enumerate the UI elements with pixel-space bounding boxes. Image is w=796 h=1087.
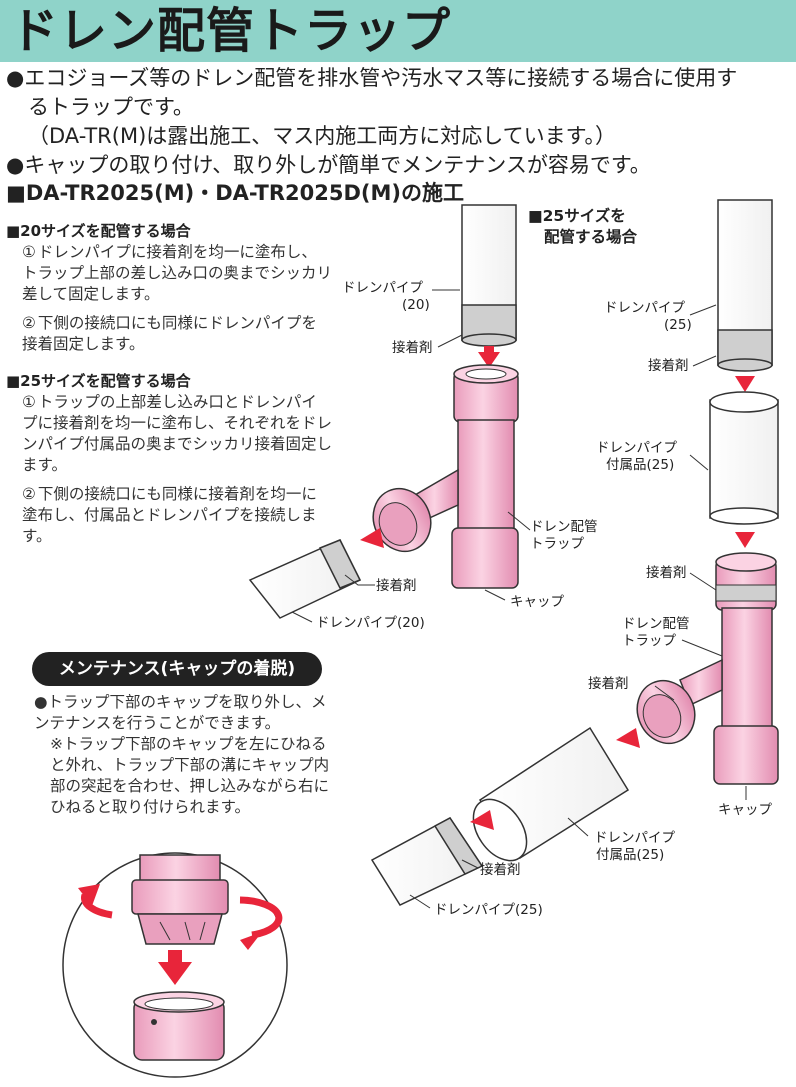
drain-pipe-accessory-25 xyxy=(709,391,779,525)
drain-pipe-25-top xyxy=(717,199,773,372)
intro-line-1: ●エコジョーズ等のドレン配管を排水管や汚水マス等に接続する場合に使用す xyxy=(6,66,738,90)
size25-diagram-heading-2: 配管する場合 xyxy=(544,228,638,246)
arrow-down-icon xyxy=(735,532,755,548)
label-accessory-25-side: ドレンパイプ xyxy=(594,830,675,846)
drain-pipe-25-side xyxy=(370,817,484,906)
step-text: 下側の接続口にも同様にドレンパイプを接着固定します。 xyxy=(22,314,317,353)
intro-line-3: （DA-TR(M)は露出施工、マス内施工両方に対応しています。） xyxy=(28,124,617,148)
leader-line xyxy=(654,685,675,701)
leader-line xyxy=(437,334,463,348)
label-adhesive: 接着剤 xyxy=(392,340,433,356)
drain-pipe-20-side xyxy=(248,539,362,619)
page-title: ドレン配管トラップ xyxy=(10,3,452,59)
label-drain-pipe-25-size: (25) xyxy=(664,317,692,333)
size25-diagram-heading: ■25サイズを 配管する場合 xyxy=(528,206,637,248)
intro-line-4: ●キャップの取り付け、取り外しが簡単でメンテナンスが容易です。 xyxy=(6,153,651,177)
step-number: ② xyxy=(22,314,36,332)
label-drain-pipe-25: ドレンパイプ xyxy=(604,300,685,316)
label-drain-pipe-20: ドレンパイプ xyxy=(342,280,423,296)
arrow-head xyxy=(240,932,262,950)
size25-heading: ■25サイズを配管する場合 xyxy=(6,372,191,390)
leader-line xyxy=(409,894,431,909)
rotate-left-arrow-icon xyxy=(81,893,113,919)
label-adhesive: 接着剤 xyxy=(648,358,689,374)
step-text: ドレンパイプに接着剤を均一に塗布し、トラップ上部の差し込み口の奥までシッカリ差し… xyxy=(22,243,333,303)
drain-pipe-20-top xyxy=(461,204,517,347)
arrow-down-icon xyxy=(158,962,192,985)
leader-line xyxy=(484,589,506,601)
arrow-right-icon xyxy=(360,528,384,548)
arrow-right-icon xyxy=(616,728,640,748)
arrow-down-icon xyxy=(478,352,500,368)
leader-line xyxy=(692,355,717,367)
label-trap-2: トラップ xyxy=(530,536,584,552)
label-trap-25-2: トラップ xyxy=(622,633,676,649)
section-title: ■DA-TR2025(M)・DA-TR2025D(M)の施工 xyxy=(6,181,464,205)
maintenance-badge: メンテナンス(キャップの着脱) xyxy=(32,652,322,686)
leader-line xyxy=(689,572,717,591)
label-adhesive-side: 接着剤 xyxy=(376,578,417,594)
label-cap: キャップ xyxy=(510,594,564,610)
label-drain-pipe-25-bottom: ドレンパイプ(25) xyxy=(434,902,543,918)
step-text: 下側の接続口にも同様に接着剤を均一に塗布し、付属品とドレンパイプを接続します。 xyxy=(22,485,317,545)
step-number: ① xyxy=(22,393,36,411)
leader-line xyxy=(681,639,723,657)
rotate-right-arrow-icon xyxy=(239,896,283,939)
label-adhesive-side: 接着剤 xyxy=(588,676,629,692)
leader-line xyxy=(344,574,375,586)
label-trap-25: ドレン配管 xyxy=(622,616,690,632)
leader-line xyxy=(689,304,717,316)
size25-diagram-heading-1: ■25サイズを xyxy=(528,207,626,225)
label-trap: ドレン配管 xyxy=(530,519,598,535)
leader-line xyxy=(567,817,589,837)
maintenance-note: ※トラップ下部のキャップを左にひねると外れ、トラップ下部の溝にキャップ内部の突起… xyxy=(50,735,330,816)
label-adhesive-trap: 接着剤 xyxy=(646,565,687,581)
maintenance-text: ●トラップ下部のキャップを取り外し、メンテナンスを行うことができます。 ※トラッ… xyxy=(34,692,334,818)
label-adhesive-bottom: 接着剤 xyxy=(480,862,521,878)
maintenance-bullet: ●トラップ下部のキャップを取り外し、メンテナンスを行うことができます。 xyxy=(34,693,327,732)
arrow-right-icon xyxy=(470,810,494,830)
label-cap-25: キャップ xyxy=(718,802,772,818)
cap-maintenance-illustration xyxy=(62,852,288,1078)
arrow-head xyxy=(78,884,100,906)
intro-line-2: るトラップです。 xyxy=(28,95,194,119)
label-drain-pipe-20-size: (20) xyxy=(402,297,430,313)
label-accessory-25: ドレンパイプ xyxy=(596,440,677,456)
intro-text: ●エコジョーズ等のドレン配管を排水管や汚水マス等に接続する場合に使用す るトラッ… xyxy=(6,64,792,180)
step-number: ② xyxy=(22,485,36,503)
arrow-shaft xyxy=(168,950,182,964)
leader-line xyxy=(689,454,709,471)
title-banner: ドレン配管トラップ xyxy=(0,0,796,62)
label-accessory-25-2: 付属品(25) xyxy=(606,457,675,473)
arrow-shaft xyxy=(484,346,494,354)
leader-line xyxy=(507,511,531,531)
label-drain-pipe-20-side: ドレンパイプ(20) xyxy=(316,615,425,631)
size20-heading: ■20サイズを配管する場合 xyxy=(6,222,191,240)
leader-line xyxy=(461,859,479,869)
step-number: ① xyxy=(22,243,36,261)
arrow-down-icon xyxy=(735,376,755,392)
step-text: トラップの上部差し込み口とドレンパイプに接着剤を均一に塗布し、それぞれをドレンパ… xyxy=(22,393,333,474)
leader-line xyxy=(291,611,313,623)
trap-25 xyxy=(636,552,779,785)
label-accessory-25-side-2: 付属品(25) xyxy=(596,847,665,863)
trap-20 xyxy=(372,364,519,589)
